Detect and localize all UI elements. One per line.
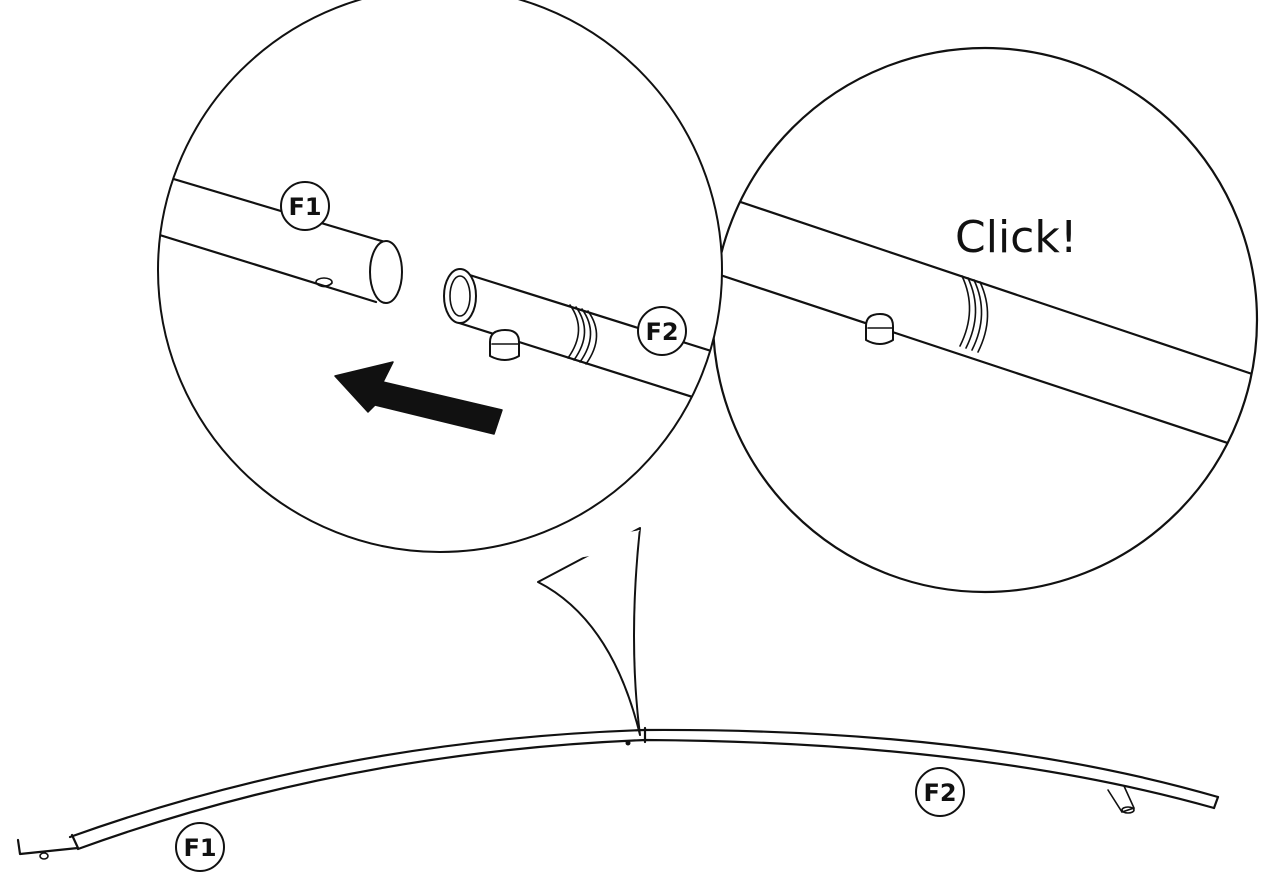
- svg-text:F1: F1: [183, 834, 216, 862]
- detail-circle-connected: [711, 46, 1259, 594]
- label-f2-bottom: F2: [915, 767, 965, 817]
- label-f2-detail: F2: [637, 306, 687, 356]
- label-f1-bottom: F1: [175, 822, 225, 872]
- assembled-pole: [16, 726, 1220, 860]
- svg-text:F1: F1: [288, 193, 321, 221]
- tube-collar-ring: [567, 304, 598, 365]
- detail-callout-bubble: [157, 0, 723, 736]
- label-f1-detail: F1: [280, 181, 330, 231]
- svg-text:F2: F2: [645, 318, 678, 346]
- click-callout-text: Click!: [955, 212, 1077, 263]
- locking-button: [489, 329, 520, 361]
- locking-button: [865, 313, 894, 345]
- direction-arrow-icon: [334, 361, 503, 435]
- tube-f1: [158, 170, 403, 304]
- svg-text:F2: F2: [923, 779, 956, 807]
- tube-collar-ring: [959, 275, 989, 353]
